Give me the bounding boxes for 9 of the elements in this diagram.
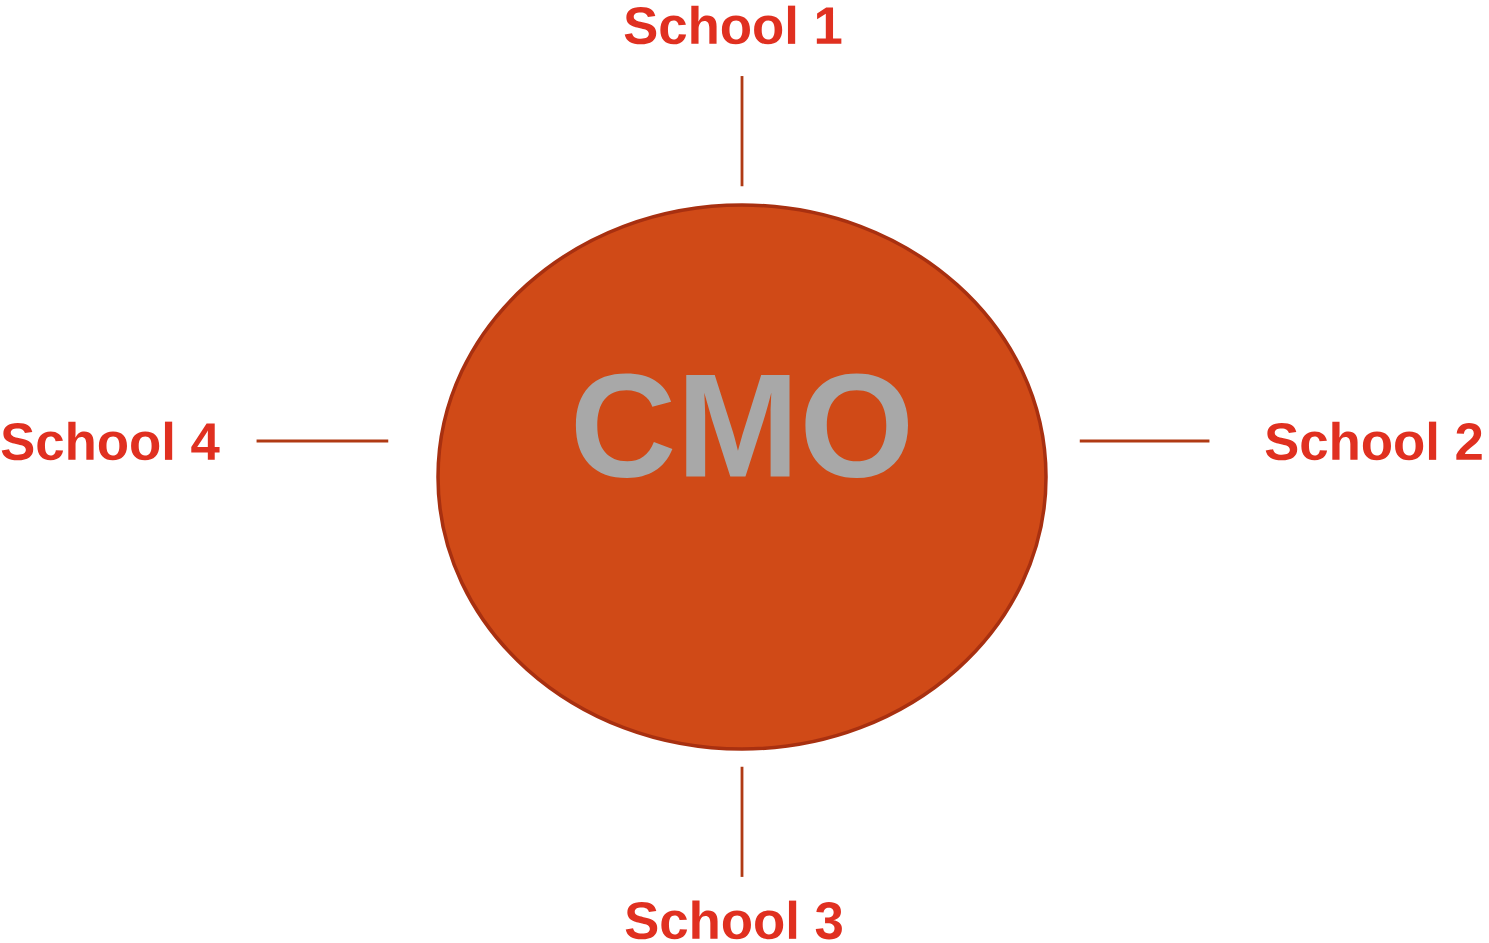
school-label: School 4: [1, 421, 220, 461]
ellipse-node: CMO: [436, 203, 1048, 751]
school-label: School 2: [1265, 421, 1482, 461]
connector-line: [740, 766, 744, 877]
school-label: School 1: [624, 5, 842, 45]
school-label: School 3: [625, 900, 842, 940]
connector-line: [1079, 439, 1210, 443]
connector-line: [740, 76, 744, 187]
connector-line: [256, 439, 389, 443]
